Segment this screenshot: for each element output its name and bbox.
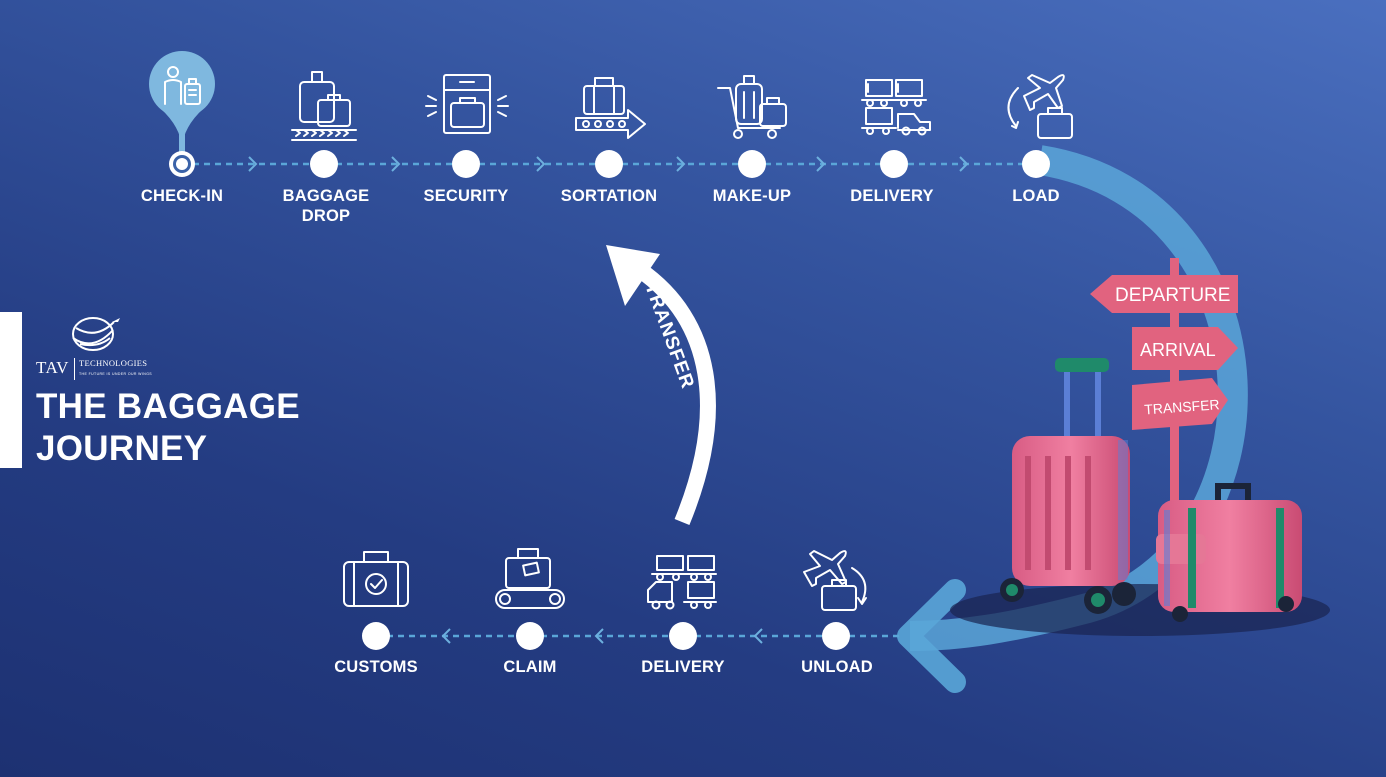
check-in-icon xyxy=(164,66,201,105)
delivery-tug-icon xyxy=(647,555,717,610)
transfer-arrow xyxy=(635,263,716,526)
node-baggage-drop xyxy=(310,150,338,178)
step-label-check-in: CHECK-IN xyxy=(140,187,224,205)
sortation-conveyor-icon xyxy=(575,77,646,139)
page-title: THE BAGGAGE JOURNEY xyxy=(36,387,300,468)
node-claim xyxy=(516,622,544,650)
sign-arrival-label: ARRIVAL xyxy=(1140,340,1216,360)
sign-arrival xyxy=(1132,327,1238,370)
step-label-customs: CUSTOMS xyxy=(334,658,418,676)
node-security xyxy=(452,150,480,178)
brand-tagline: THE FUTURE IS UNDER OUR WINGS xyxy=(79,372,153,376)
step-label-claim: CLAIM xyxy=(503,658,557,676)
outbound-chevrons xyxy=(248,156,969,172)
brand-subtitle: TECHNOLOGIES THE FUTURE IS UNDER OUR WIN… xyxy=(74,358,152,380)
step-label-make-up: MAKE-UP xyxy=(712,187,792,205)
return-arrowhead xyxy=(897,579,966,693)
sign-transfer-label: TRANSFER xyxy=(1144,396,1220,417)
outbound-nodes xyxy=(169,150,1050,178)
brand-accent-bar xyxy=(0,312,22,468)
sign-transfer xyxy=(1132,378,1228,430)
inbound-nodes xyxy=(362,622,850,650)
delivery-tug-icon xyxy=(861,79,931,136)
node-make-up xyxy=(738,150,766,178)
inbound-chevrons xyxy=(441,628,763,644)
make-up-cart-icon xyxy=(717,75,787,139)
node-delivery xyxy=(880,150,908,178)
node-delivery-in xyxy=(669,622,697,650)
suitcase-illustration: DEPARTURE ARRIVAL TRANSFER xyxy=(950,258,1330,636)
baggage-drop-icon xyxy=(291,71,357,141)
claim-carousel-icon xyxy=(495,548,565,609)
brand-name: TAV xyxy=(36,358,69,377)
security-scanner-icon xyxy=(425,74,509,134)
step-label-delivery-inbound: DELIVERY xyxy=(641,658,725,676)
unload-plane-icon xyxy=(803,550,867,611)
step-label-load: LOAD xyxy=(1012,187,1060,205)
node-customs xyxy=(362,622,390,650)
customs-suitcase-icon xyxy=(343,551,409,607)
transfer-arrowhead xyxy=(606,245,660,306)
sign-departure-label: DEPARTURE xyxy=(1115,285,1230,306)
globe-logo-icon xyxy=(72,317,120,351)
node-sortation xyxy=(595,150,623,178)
sign-departure xyxy=(1090,275,1238,313)
step-label-security: SECURITY xyxy=(423,187,509,205)
step-label-unload: UNLOAD xyxy=(801,658,873,676)
step-label-sortation: SORTATION xyxy=(560,187,658,205)
node-unload xyxy=(822,622,850,650)
node-load xyxy=(1022,150,1050,178)
load-plane-icon xyxy=(1007,74,1073,139)
step-label-delivery: DELIVERY xyxy=(850,187,934,205)
